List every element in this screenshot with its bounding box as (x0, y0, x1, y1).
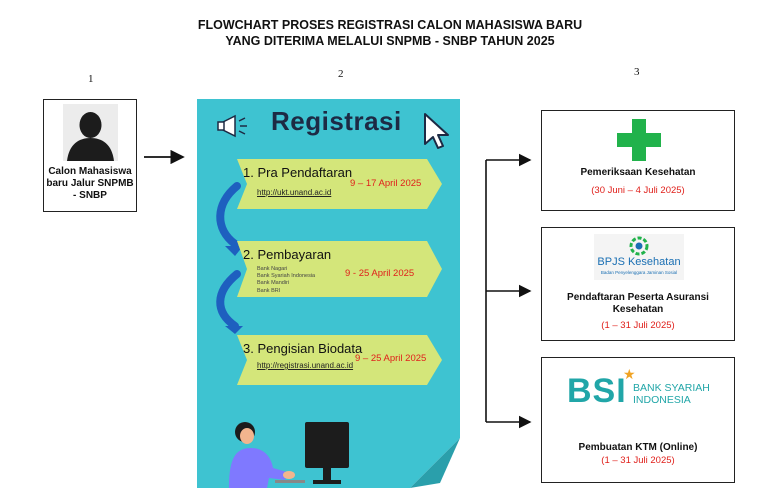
cursor-icon (424, 113, 449, 149)
column-number-1: 1 (88, 73, 94, 85)
bpjs-logo-text: BPJS Kesehatan (597, 256, 681, 268)
diagram-title-line-1: FLOWCHART PROSES REGISTRASI CALON MAHASI… (197, 18, 583, 32)
applicant-label: Calon Mahasiswa baru Jalur SNPMB - SNBP (46, 166, 134, 201)
insurance-title: Pendaftaran Peserta Asuransi Kesehatan (567, 292, 709, 315)
bsi-logo: BSI ★ BANK SYARIAH INDONESIA (567, 366, 717, 422)
bank-item: Bank Nagari (257, 266, 288, 272)
person-silhouette-icon (63, 104, 118, 161)
bank-item: Bank BRI (257, 287, 281, 294)
bank-item: Bank Mandiri (257, 280, 290, 287)
step-2-date: 9 - 25 April 2025 (345, 268, 415, 279)
step-flow-arrows (216, 182, 243, 334)
person-at-computer-illustration (229, 422, 349, 488)
page-fold-corner (410, 438, 460, 488)
health-check-date: (30 Juni – 4 Juli 2025) (591, 185, 685, 196)
applicant-photo (63, 104, 118, 161)
step-1-date: 9 – 17 April 2025 (350, 178, 422, 189)
bpjs-logo-subtext: Badan Penyelenggara Jaminan Sosial (600, 270, 678, 275)
step-1-title: 1. Pra Pendaftaran (243, 165, 353, 180)
ktm-title: Pembuatan KTM (Online) (578, 442, 698, 453)
column-number-3: 3 (634, 66, 640, 78)
ktm-date: (1 – 31 Juli 2025) (601, 455, 675, 466)
bank-list: Bank Nagari Bank Syariah Indonesia Bank … (257, 266, 315, 295)
poster-heading: Registrasi (271, 106, 402, 136)
step-pra-pendaftaran: 1. Pra Pendaftaran http://ukt.unand.ac.i… (237, 159, 442, 209)
bsi-logo-subtext-line-2: INDONESIA (633, 394, 691, 406)
step-pembayaran: 2. Pembayaran Bank Nagari Bank Syariah I… (237, 241, 442, 297)
step-3-title: 3. Pengisian Biodata (243, 341, 363, 356)
bank-item: Bank Syariah Indonesia (257, 273, 316, 280)
diagram-title-line-2: YANG DITERIMA MELALUI SNPMB - SNBP TAHUN… (225, 34, 555, 48)
bpjs-logo: BPJS Kesehatan Badan Penyelenggara Jamin… (594, 234, 684, 280)
megaphone-icon (217, 114, 247, 138)
column-number-2: 2 (338, 68, 344, 80)
bsi-logo-subtext-line-1: BANK SYARIAH (633, 382, 710, 394)
step-pengisian-biodata: 3. Pengisian Biodata http://registrasi.u… (237, 335, 442, 385)
step-2-title: 2. Pembayaran (243, 247, 332, 262)
registration-poster: Registrasi 1. Pra Pendaftaran http://ukt… (197, 99, 460, 488)
bpjs-emblem-icon (629, 236, 649, 256)
health-check-title: Pemeriksaan Kesehatan (580, 167, 696, 178)
outcome-box-ktm: BSI ★ BANK SYARIAH INDONESIA Pembuatan K… (541, 357, 735, 483)
outcome-box-health-check: Pemeriksaan Kesehatan (30 Juni – 4 Juli … (541, 110, 735, 211)
step-1-link[interactable]: http://ukt.unand.ac.id (257, 188, 332, 197)
bsi-logo-text: BSI (567, 372, 627, 410)
applicant-box: Calon Mahasiswa baru Jalur SNPMB - SNBP (43, 99, 137, 212)
step-3-link[interactable]: http://registrasi.unand.ac.id (257, 361, 354, 370)
green-cross-icon (617, 119, 661, 161)
bsi-logo-subtext: BANK SYARIAH INDONESIA (633, 382, 710, 406)
outcome-box-insurance: BPJS Kesehatan Badan Penyelenggara Jamin… (541, 227, 735, 341)
insurance-date: (1 – 31 Juli 2025) (601, 320, 675, 331)
star-icon: ★ (623, 366, 636, 382)
step-3-date: 9 – 25 April 2025 (355, 353, 427, 364)
